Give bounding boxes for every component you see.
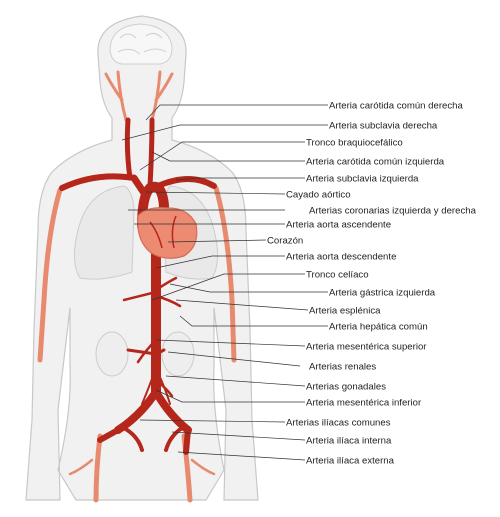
label-left-gastric: Arteria gástrica izquierda (329, 288, 436, 299)
aortic-arch (137, 181, 169, 245)
label-gonadal-arteries: Arterias gonadales (306, 382, 386, 393)
label-ascending-aorta: Arteria aorta ascendente (286, 220, 391, 231)
label-common-iliac: Arterias ilíacas comunes (286, 418, 391, 429)
right-common-carotid (124, 117, 133, 181)
label-coronary-arteries: Arterias coronarias izquierda y derecha (309, 206, 477, 217)
label-heart: Corazón (267, 236, 303, 247)
label-left-subclavian: Arteria subclavia izquierda (306, 174, 419, 185)
label-aortic-arch: Cayado aórtico (286, 190, 351, 201)
brachiocephalic-trunk (130, 174, 150, 200)
right-subclavian (59, 173, 137, 191)
body-silhouette (25, 15, 259, 501)
gonadal-arteries (141, 367, 171, 405)
brain (109, 23, 173, 65)
celiac-branches (122, 276, 182, 308)
label-right-subclavian: Arteria subclavia derecha (329, 121, 438, 132)
label-celiac-trunk: Tronco celíaco (306, 270, 369, 281)
label-superior-mesenteric: Arteria mesentérica superior (306, 342, 427, 353)
label-left-common-carotid: Arteria carótida común izquierda (306, 157, 445, 168)
label-inferior-mesenteric: Arteria mesentérica inferior (306, 398, 422, 409)
torso-outline (25, 15, 259, 501)
leader-lines (121, 104, 328, 461)
external-iliac (97, 427, 191, 455)
label-external-iliac: Arteria ilíaca externa (306, 456, 395, 467)
label-right-common-carotid: Arteria carótida común derecha (329, 101, 464, 112)
right-kidney (95, 331, 129, 377)
renal-arteries (126, 348, 166, 356)
kidneys (95, 331, 195, 377)
left-head-artery (150, 70, 174, 122)
left-arm-artery (213, 185, 237, 363)
internal-iliac (122, 426, 184, 452)
label-renal-arteries: Arterias renales (309, 362, 376, 373)
label-brachiocephalic-trunk: Tronco braquiocefálico (306, 138, 403, 149)
right-head-artery (104, 70, 128, 122)
common-iliac-arteries (114, 388, 192, 434)
right-lung (74, 185, 135, 280)
label-splenic: Arteria esplénica (309, 306, 381, 317)
label-internal-iliac: Arteria ilíaca interna (306, 436, 392, 447)
right-arm-artery (37, 187, 63, 363)
left-kidney (161, 331, 195, 377)
label-common-hepatic: Arteria hepática común (329, 322, 428, 333)
left-common-carotid (147, 117, 155, 189)
heart (137, 207, 198, 259)
label-descending-aorta: Arteria aorta descendente (286, 252, 396, 263)
labels: Arteria carótida común derecha Arteria s… (267, 101, 477, 467)
